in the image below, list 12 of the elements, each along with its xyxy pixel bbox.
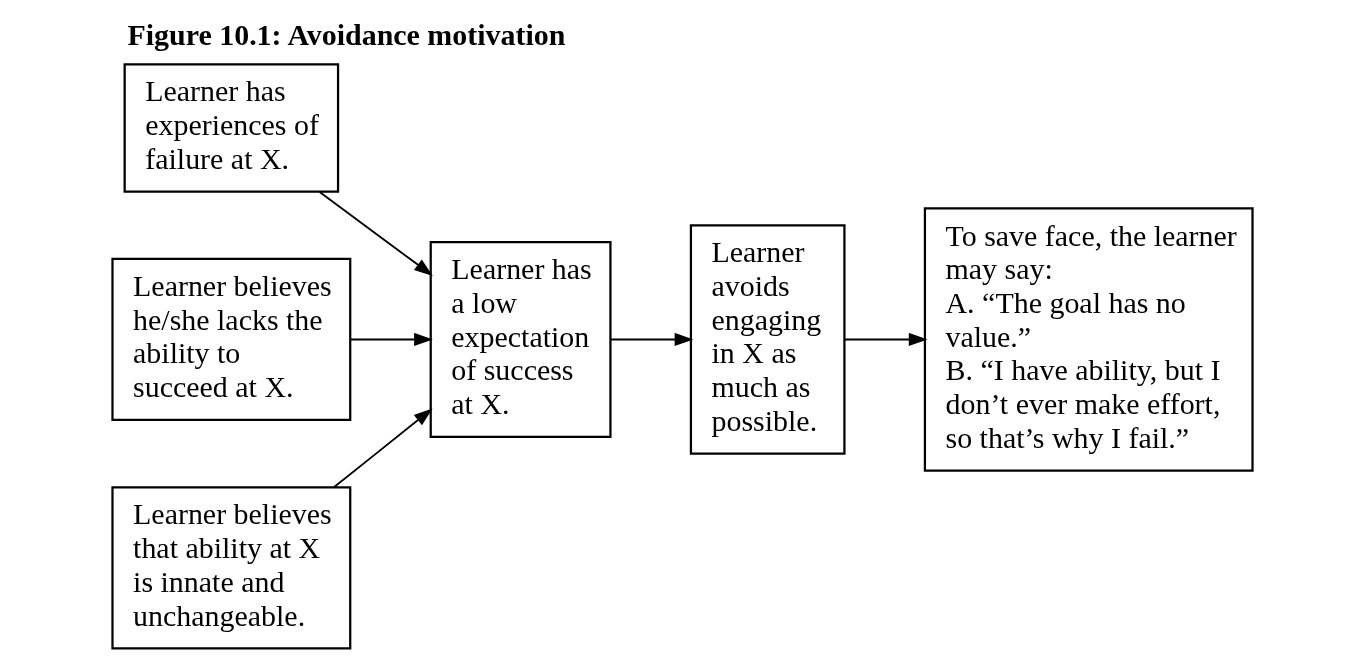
arrow <box>843 332 928 347</box>
diagram-title: Figure 10.1: Avoidance motivation <box>126 18 565 52</box>
node-box: Learner has a low expectation of success at X. <box>429 241 612 438</box>
arrow <box>332 408 433 489</box>
arrow <box>609 332 693 347</box>
arrow <box>318 191 433 276</box>
node-box: To save face, the learner may say: A. “The goal has no value.” B. “I have ability, but I don’t ever make effort, so that’s why I fail.” <box>923 207 1254 472</box>
node-box: Learner avoids engaging in X as much as possible. <box>689 224 846 455</box>
node-box: Learner believes he/she lacks the ability to succeed at X. <box>110 257 351 422</box>
node-box: Learner has experiences of failure at X. <box>123 63 339 193</box>
arrow <box>349 332 433 347</box>
node-box: Learner believes that ability at X is innate and unchangeable. <box>110 486 351 650</box>
